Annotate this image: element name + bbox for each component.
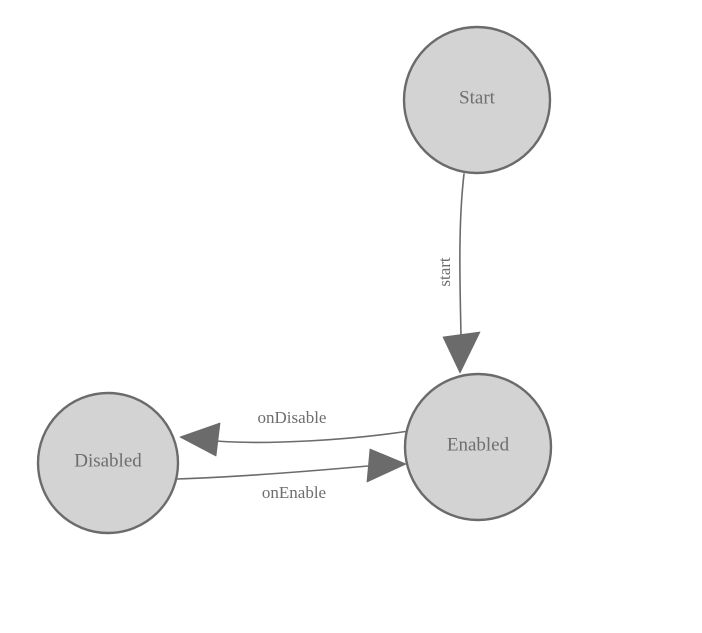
edge-label-start: start (435, 257, 454, 287)
edge-disabled-to-enabled-arrowhead (366, 448, 407, 483)
edge-start-to-enabled[interactable]: start (435, 173, 481, 374)
state-node-enabled-label: Enabled (447, 434, 510, 455)
state-node-enabled[interactable]: Enabled (403, 372, 553, 522)
edge-start-to-enabled-arrowhead (442, 331, 481, 374)
state-node-start-label: Start (459, 87, 496, 108)
edge-label-onenable: onEnable (262, 483, 326, 502)
edge-start-to-enabled-path (459, 173, 465, 337)
edge-enabled-to-disabled-path (215, 430, 410, 444)
edge-disabled-to-enabled[interactable]: onEnable (176, 448, 407, 502)
state-node-disabled-shape (36, 391, 180, 535)
edge-disabled-to-enabled-path (176, 465, 369, 480)
state-node-start-shape (402, 25, 552, 175)
edge-enabled-to-disabled-arrowhead (179, 422, 221, 457)
state-node-enabled-shape (403, 372, 553, 522)
state-node-start[interactable]: Start (402, 25, 552, 175)
edge-enabled-to-disabled[interactable]: onDisable (179, 408, 410, 457)
state-node-disabled-label: Disabled (74, 450, 142, 471)
edge-label-ondisable: onDisable (258, 408, 327, 427)
state-node-disabled[interactable]: Disabled (36, 391, 180, 535)
